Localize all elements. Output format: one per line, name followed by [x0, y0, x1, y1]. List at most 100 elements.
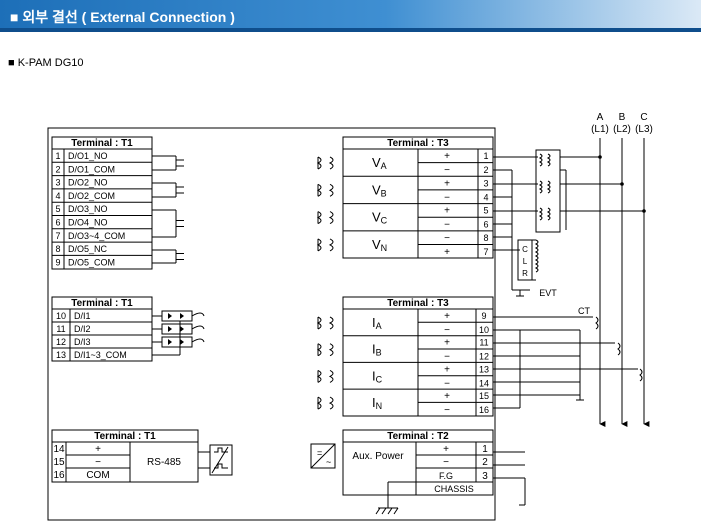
ct-b-icon — [617, 342, 621, 356]
ct-label: CT — [578, 306, 590, 316]
do-num: 8 — [55, 244, 60, 254]
clr-box — [517, 239, 533, 281]
do-label: D/O2_NO — [68, 178, 108, 188]
rs-num-16: 16 — [53, 470, 65, 481]
do-num: 6 — [55, 218, 60, 228]
ac-dc-converter-icon — [310, 443, 336, 469]
t2-sign-3: F.G — [439, 471, 453, 481]
do-num: 9 — [55, 257, 60, 267]
i-sign2: − — [444, 405, 450, 416]
clr-c: C — [522, 245, 528, 254]
do-num: 5 — [55, 204, 60, 214]
line-a-name: A — [597, 112, 604, 123]
di-num: 11 — [56, 324, 65, 334]
aux-power-label: Aux. Power — [352, 451, 404, 462]
i-num2: 12 — [479, 352, 489, 362]
ct-a-icon — [595, 316, 599, 330]
v-num: 1 — [483, 151, 488, 161]
ct-wiring: CT — [493, 306, 643, 409]
t1-rs-block: Terminal : T1 14 15 16 + − COM RS-485 — [51, 429, 233, 483]
v-num: 3 — [483, 178, 488, 188]
di-label: D/I1 — [74, 311, 91, 321]
i-channel-label: IC — [372, 368, 383, 384]
do-num: 7 — [55, 231, 60, 241]
do-label: D/O3_NO — [68, 204, 108, 214]
t3-i-title: Terminal : T3 — [387, 298, 449, 309]
v-channel-label: VC — [372, 210, 388, 226]
v-sign2: + — [444, 247, 450, 258]
device-outline — [47, 127, 496, 521]
do-label: D/O1_COM — [68, 164, 115, 174]
t1-rs-title: Terminal : T1 — [94, 431, 156, 442]
t3-v-title: Terminal : T3 — [387, 138, 449, 149]
optocoupler-icon — [161, 336, 193, 348]
v-sign: + — [444, 178, 450, 189]
header-stripe — [0, 28, 701, 32]
line-b-sub: (L2) — [613, 124, 631, 135]
v-sign: + — [444, 151, 450, 162]
i-num2: 16 — [479, 405, 489, 415]
rs-plus: + — [95, 444, 101, 455]
t2-num-2: 2 — [482, 457, 488, 468]
i-channel-label: IN — [372, 395, 382, 411]
svg-text:~: ~ — [326, 457, 331, 467]
model-label: ■ K-PAM DG10 — [8, 57, 84, 69]
v-num: 8 — [483, 233, 488, 243]
do-label: D/O3~4_COM — [68, 231, 125, 241]
rs-num-14: 14 — [53, 444, 65, 455]
t1-di-title: Terminal : T1 — [71, 298, 133, 309]
evt-wiring: C L R EVT — [493, 149, 646, 298]
v-sign2: − — [444, 165, 450, 176]
t3-current-block: Terminal : T3 IA+−910IB+−1112IC+−1314IN+… — [316, 296, 494, 417]
i-sign: + — [444, 391, 450, 402]
v-sign2: − — [444, 220, 450, 231]
t2-num-3: 3 — [482, 471, 488, 482]
v-sign: + — [444, 206, 450, 217]
di-label: D/I2 — [74, 324, 91, 334]
v-sign2: − — [444, 192, 450, 203]
clr-l: L — [523, 257, 528, 266]
rs485-label: RS-485 — [147, 457, 181, 468]
v-num2: 6 — [483, 220, 488, 230]
do-num: 4 — [55, 191, 60, 201]
do-label: D/O1_NO — [68, 151, 108, 161]
line-a-sub: (L1) — [591, 124, 609, 135]
t1-do-title: Terminal : T1 — [71, 138, 133, 149]
v-channel-label: VN — [372, 237, 387, 253]
section-header: ■ 외부 결선 ( External Connection ) — [0, 0, 701, 32]
power-lines: A (L1) B (L2) C (L3) — [591, 112, 653, 427]
rs485-isolator-icon — [209, 444, 233, 476]
i-sign: + — [444, 311, 450, 322]
i-num: 11 — [479, 338, 488, 348]
t2-sign-1: + — [443, 444, 449, 455]
line-b-name: B — [619, 112, 626, 123]
clr-r: R — [522, 269, 528, 278]
line-c-sub: (L3) — [635, 124, 653, 135]
do-num: 1 — [55, 151, 60, 161]
i-channel-label: IA — [372, 315, 382, 331]
di-num: 12 — [56, 337, 66, 347]
i-sign: + — [444, 338, 450, 349]
v-sign: − — [444, 233, 450, 244]
t2-title: Terminal : T2 — [387, 431, 449, 442]
evt-transformer-icon — [535, 149, 561, 233]
optocoupler-icon — [161, 323, 193, 335]
i-sign2: − — [444, 325, 450, 336]
optocoupler-icon — [161, 310, 193, 322]
di-label: D/I3 — [74, 337, 91, 347]
i-num: 13 — [479, 364, 489, 374]
i-channel-label: IB — [372, 342, 382, 358]
i-num2: 10 — [479, 325, 489, 335]
di-num: 13 — [56, 350, 66, 360]
t2-sign-2: − — [443, 457, 449, 468]
do-label: D/O5_COM — [68, 257, 115, 267]
t2-num-1: 1 — [482, 444, 488, 455]
i-num2: 14 — [479, 378, 489, 388]
do-num: 3 — [55, 178, 60, 188]
v-num2: 2 — [483, 165, 488, 175]
v-channel-label: VB — [372, 182, 387, 198]
